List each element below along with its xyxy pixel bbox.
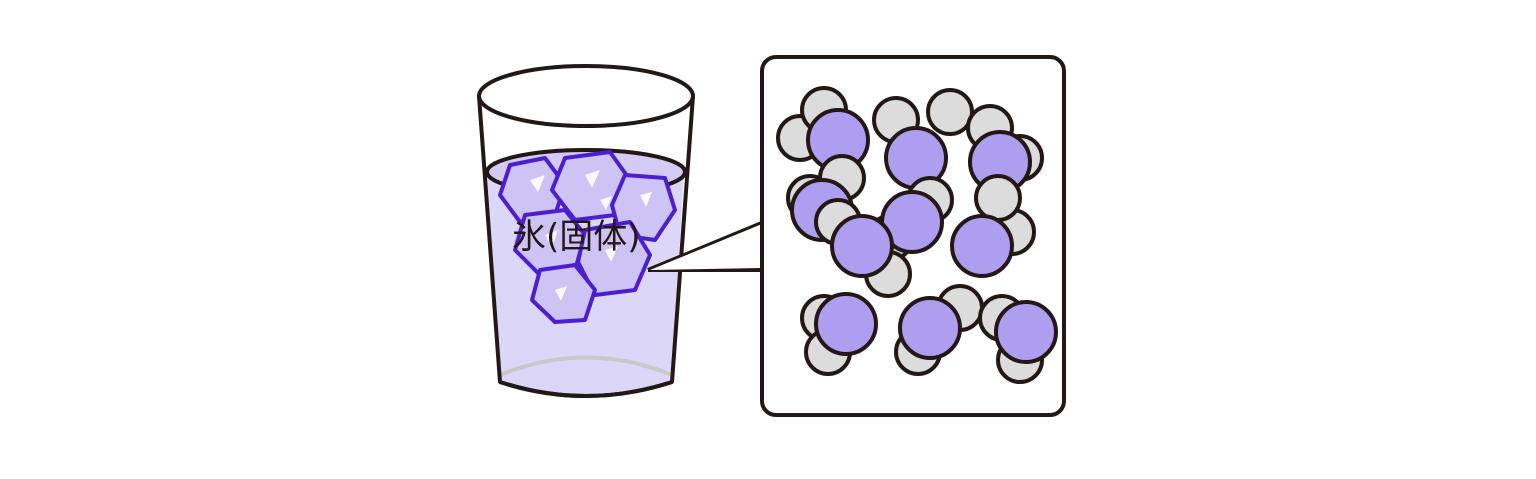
water-molecule-icon xyxy=(872,88,974,190)
glass-icon xyxy=(477,64,695,398)
oxygen-atom xyxy=(950,214,1014,278)
callout-fill xyxy=(650,224,762,270)
zoom-box xyxy=(760,55,1066,417)
hydrogen-atom xyxy=(926,88,974,136)
ice-shine xyxy=(530,170,652,301)
glass-rim xyxy=(477,64,695,128)
glass-bottom-highlight xyxy=(499,355,673,377)
water-molecule-icon xyxy=(814,198,912,298)
molecule-cluster xyxy=(776,86,1058,384)
water-molecule-icon xyxy=(950,174,1036,278)
water-molecule-icon xyxy=(800,292,878,376)
oxygen-atom xyxy=(814,292,878,356)
oxygen-atom xyxy=(898,296,962,360)
water-molecule-icon xyxy=(894,284,984,376)
oxygen-atom xyxy=(830,214,894,278)
magnifier-callout-icon xyxy=(647,220,765,272)
water-molecule-icon xyxy=(776,86,870,172)
water-molecule-icon xyxy=(966,104,1044,194)
water-molecule-icon xyxy=(978,294,1058,384)
oxygen-atom xyxy=(994,300,1058,364)
glass-bottom-outline xyxy=(499,380,673,398)
ice-label: 氷(固体) xyxy=(512,217,641,257)
hydrogen-atom xyxy=(974,174,1022,222)
